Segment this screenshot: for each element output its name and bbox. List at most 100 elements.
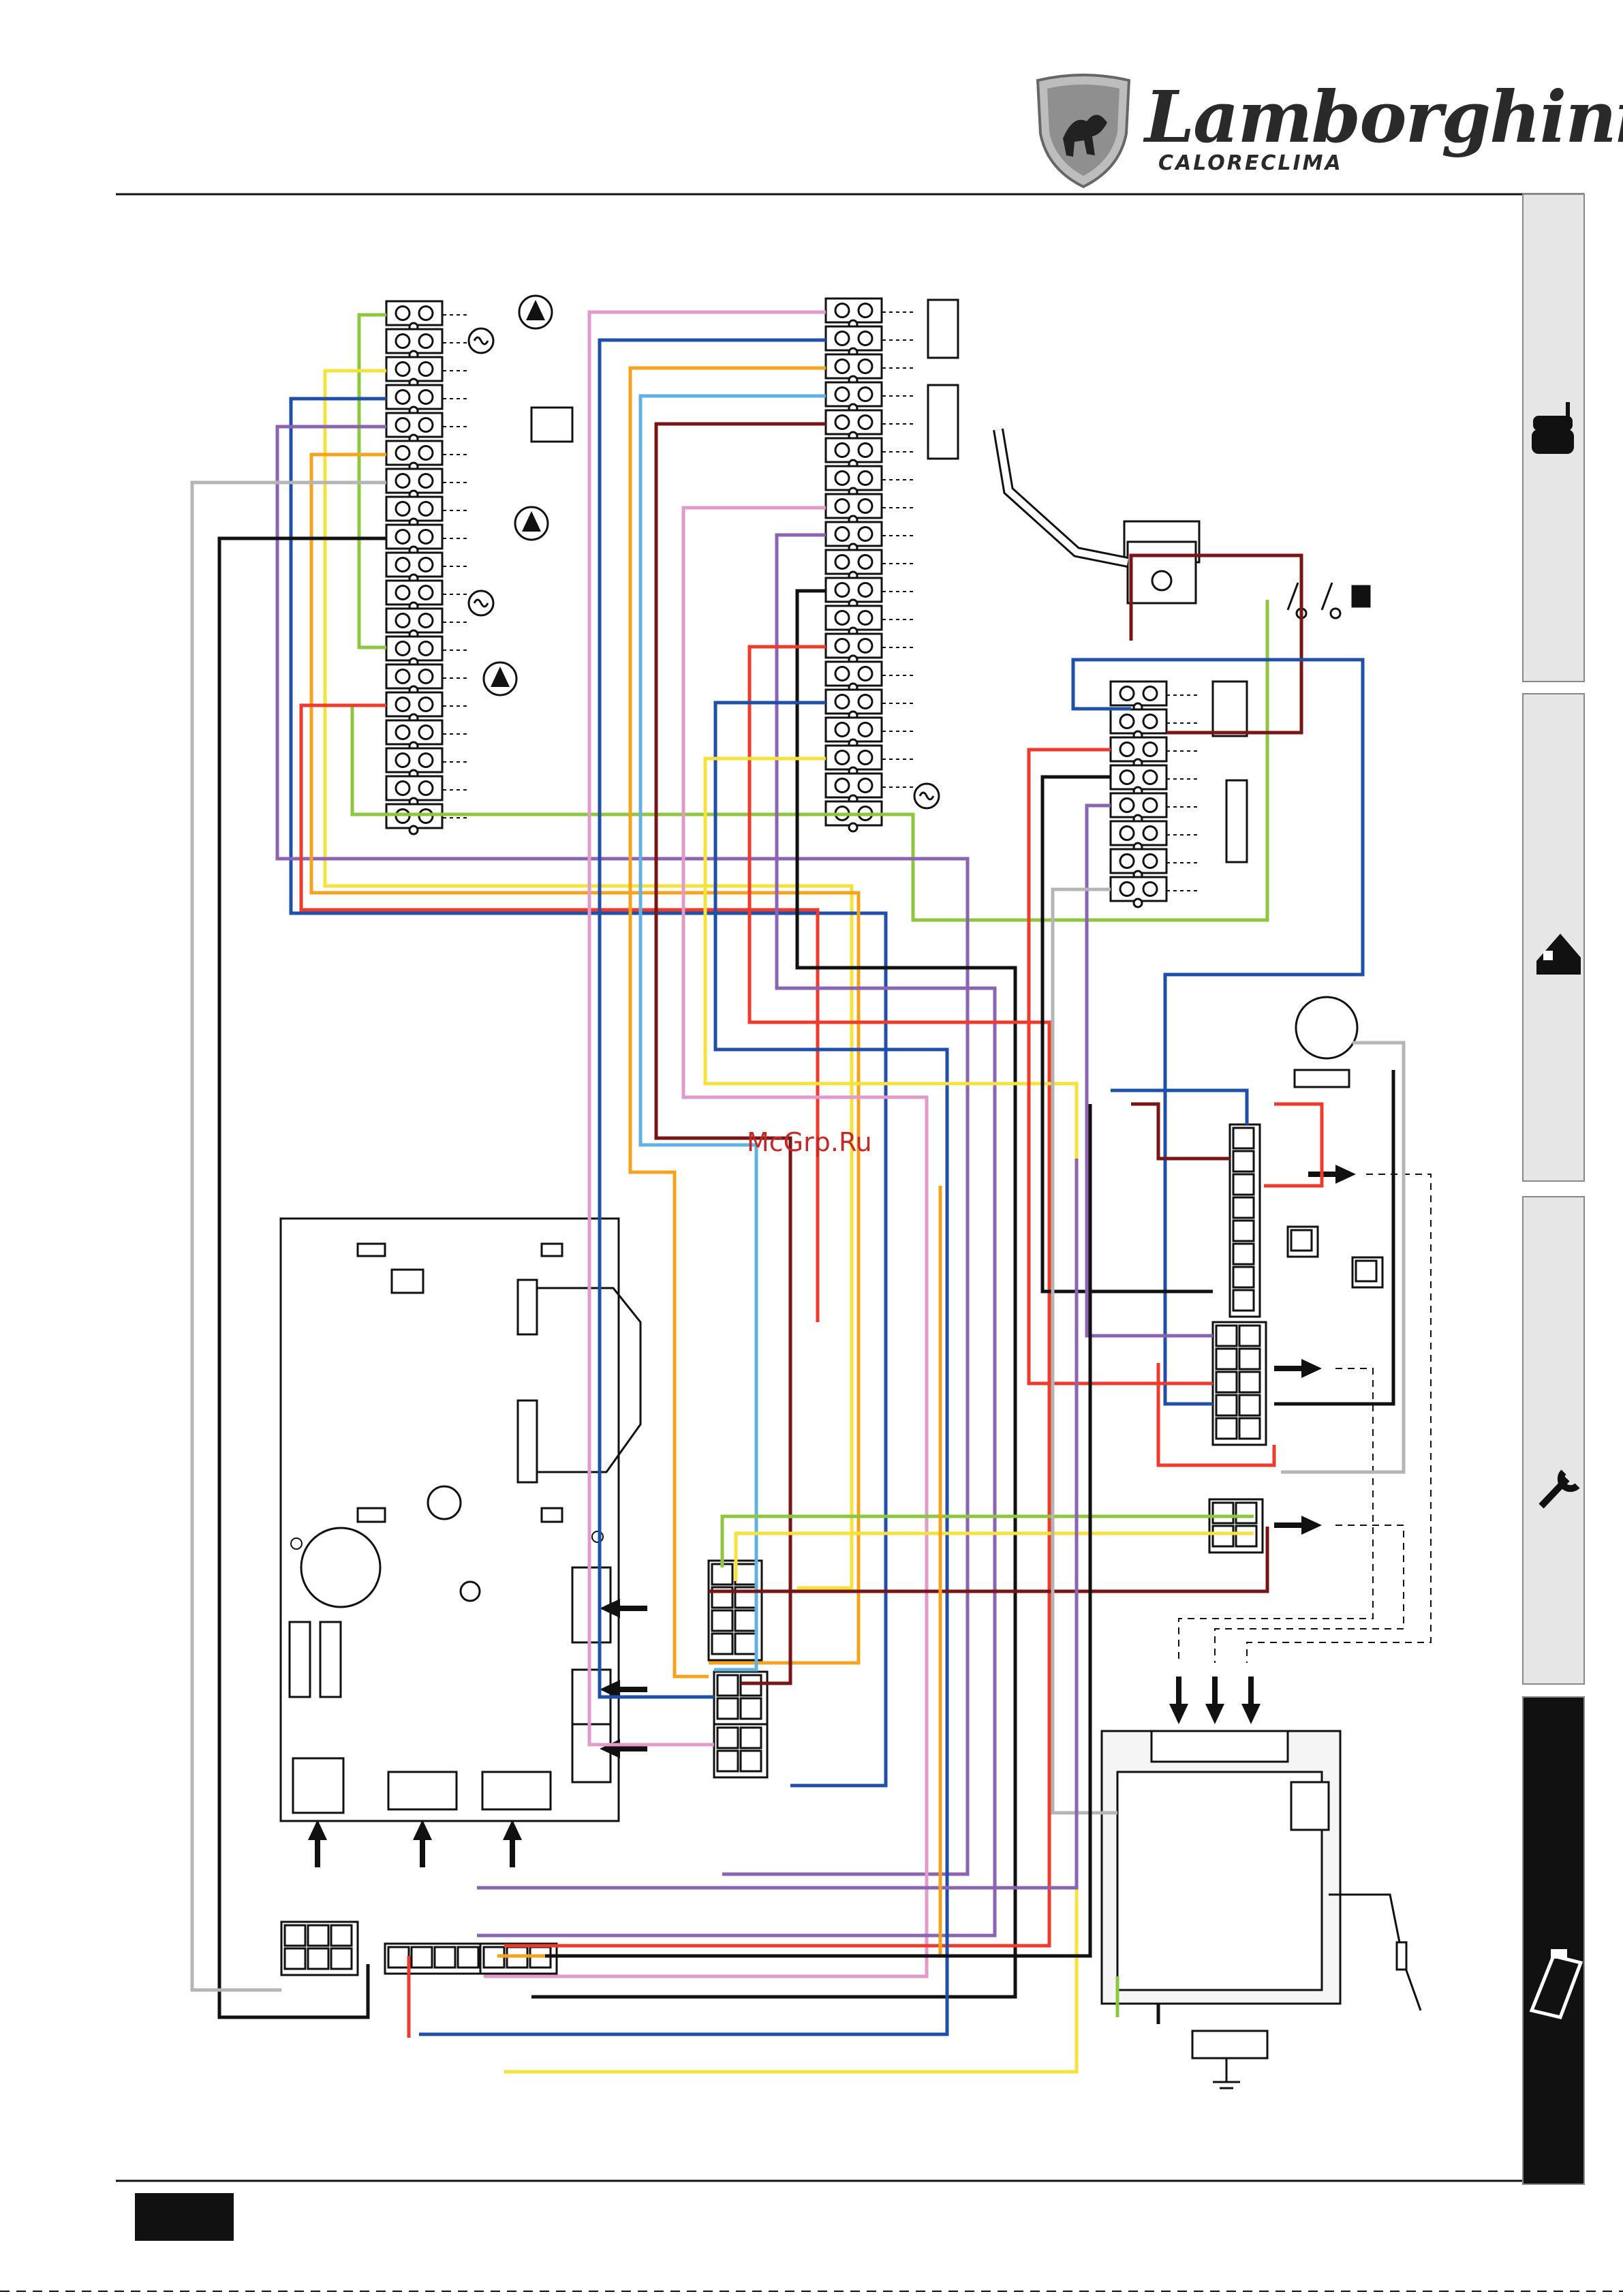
- board-connector-bottom: [293, 1758, 343, 1813]
- left-terminal-block-screw: [419, 474, 433, 488]
- left-terminal-block-screw: [396, 502, 409, 516]
- right-terminal-block-screw: [1143, 687, 1157, 701]
- bottom-connector-mid-pin: [412, 1947, 432, 1968]
- right-terminal-block-screw: [1120, 827, 1134, 840]
- main-switch-contact: [1322, 583, 1332, 610]
- left-terminal-block-screw: [419, 530, 433, 544]
- mid-connector-small-pin: [741, 1728, 761, 1748]
- page-number-badge: [135, 2193, 234, 2241]
- board-jumper: [542, 1508, 562, 1522]
- left-terminal-block-screw: [396, 307, 409, 320]
- watermark-text: McGrp.Ru: [747, 1127, 872, 1157]
- bottom-connector-left-pin: [308, 1925, 328, 1946]
- right-terminal-block-terminal: [1111, 709, 1166, 733]
- center-terminal-block-terminal: [826, 578, 882, 602]
- center-terminal-block-terminal: [826, 410, 882, 434]
- right-connector-pin: [1236, 1503, 1256, 1523]
- right-terminal-block-screw: [1120, 743, 1134, 756]
- left-terminal-block-terminal: [386, 469, 442, 493]
- wire-segment: [656, 424, 826, 1683]
- right-terminal-block-terminal: [1111, 793, 1166, 817]
- right-terminal-block-joint: [1134, 899, 1142, 907]
- left-terminal-block-screw: [396, 726, 409, 739]
- board-component: [428, 1486, 461, 1519]
- mid-connector-small-pin: [717, 1728, 738, 1748]
- center-terminal-block-screw: [835, 416, 849, 429]
- wire-segment: [640, 396, 826, 1670]
- left-terminal-block-screw: [419, 307, 433, 320]
- left-terminal-block-screw: [419, 726, 433, 739]
- center-terminal-block-screw: [835, 500, 849, 513]
- left-terminal-block-screw: [396, 418, 409, 432]
- right-connector-large-pin: [1216, 1418, 1237, 1439]
- right-connector-large-pin: [1239, 1372, 1260, 1392]
- left-terminal-block-screw: [396, 363, 409, 376]
- mid-connector-pin: [712, 1610, 732, 1631]
- center-terminal-block-screw: [859, 555, 872, 569]
- center-terminal-block-terminal: [826, 354, 882, 378]
- left-terminal-block-terminal: [386, 329, 442, 353]
- right-terminal-block-screw: [1120, 715, 1134, 729]
- center-terminal-block-terminal: [826, 718, 882, 741]
- right-connector-large-pin: [1216, 1349, 1237, 1369]
- board-dip: [392, 1270, 423, 1293]
- right-connector-large-pin: [1239, 1395, 1260, 1415]
- center-terminal-block-terminal: [826, 662, 882, 686]
- center-terminal-block-screw: [859, 723, 872, 737]
- left-terminal-block-screw: [396, 335, 409, 348]
- left-terminal-block-screw: [419, 418, 433, 432]
- left-terminal-block-screw: [396, 782, 409, 795]
- right-terminal-block-screw: [1143, 883, 1157, 896]
- board-ribbon-connector: [518, 1280, 537, 1334]
- center-terminal-block-screw: [859, 332, 872, 346]
- side-tab: [1523, 1197, 1584, 1684]
- left-terminal-block-screw: [396, 558, 409, 572]
- center-terminal-block-terminal: [826, 299, 882, 322]
- right-connector-large-pin: [1239, 1418, 1260, 1439]
- main-switch-body: [1352, 586, 1370, 607]
- right-terminal-block-screw: [1143, 743, 1157, 756]
- center-terminal-block-terminal: [826, 746, 882, 769]
- relay-box: [928, 300, 958, 358]
- left-terminal-block-screw: [396, 586, 409, 600]
- board-hole: [291, 1538, 302, 1549]
- small-connector-pin: [1291, 1230, 1312, 1251]
- right-terminal-block-terminal: [1111, 682, 1166, 705]
- right-terminal-block-screw: [1143, 715, 1157, 729]
- left-terminal-block-screw: [419, 502, 433, 516]
- right-connector-tall-pin: [1233, 1197, 1254, 1218]
- bottom-connector-mid-pin: [458, 1947, 478, 1968]
- left-terminal-block-terminal: [386, 441, 442, 465]
- left-terminal-block-terminal: [386, 581, 442, 604]
- center-terminal-block-screw: [859, 388, 872, 401]
- right-connector-large-pin: [1216, 1326, 1237, 1346]
- mid-connector-small-pin: [741, 1698, 761, 1719]
- center-terminal-block-screw: [835, 444, 849, 457]
- right-terminal-block-screw: [1143, 799, 1157, 812]
- fan-motor: [1296, 997, 1357, 1058]
- left-terminal-block-screw: [419, 670, 433, 684]
- right-connector-tall-pin: [1233, 1151, 1254, 1172]
- board-jumper: [542, 1244, 562, 1256]
- right-terminal-block-terminal: [1111, 765, 1166, 789]
- main-control-board: [281, 1219, 619, 1821]
- left-terminal-block-screw: [419, 363, 433, 376]
- right-terminal-block-screw: [1120, 771, 1134, 784]
- board-component: [461, 1582, 480, 1601]
- left-terminal-block-screw: [396, 642, 409, 656]
- right-terminal-block-terminal: [1111, 849, 1166, 873]
- center-terminal-block-screw: [859, 360, 872, 373]
- left-terminal-block-terminal: [386, 525, 442, 549]
- relay-box: [928, 385, 958, 459]
- right-connector-large-pin: [1239, 1326, 1260, 1346]
- center-terminal-block-screw: [835, 583, 849, 597]
- mid-connector-small-pin: [717, 1698, 738, 1719]
- wire-segment: [722, 1516, 1254, 1567]
- left-terminal-block-terminal: [386, 301, 442, 325]
- bottom-connector-left-pin: [331, 1948, 352, 1969]
- center-terminal-block-screw: [859, 527, 872, 541]
- center-terminal-block-terminal: [826, 550, 882, 574]
- left-terminal-block-screw: [419, 614, 433, 628]
- center-terminal-block-screw: [859, 695, 872, 709]
- center-terminal-block-screw: [835, 611, 849, 625]
